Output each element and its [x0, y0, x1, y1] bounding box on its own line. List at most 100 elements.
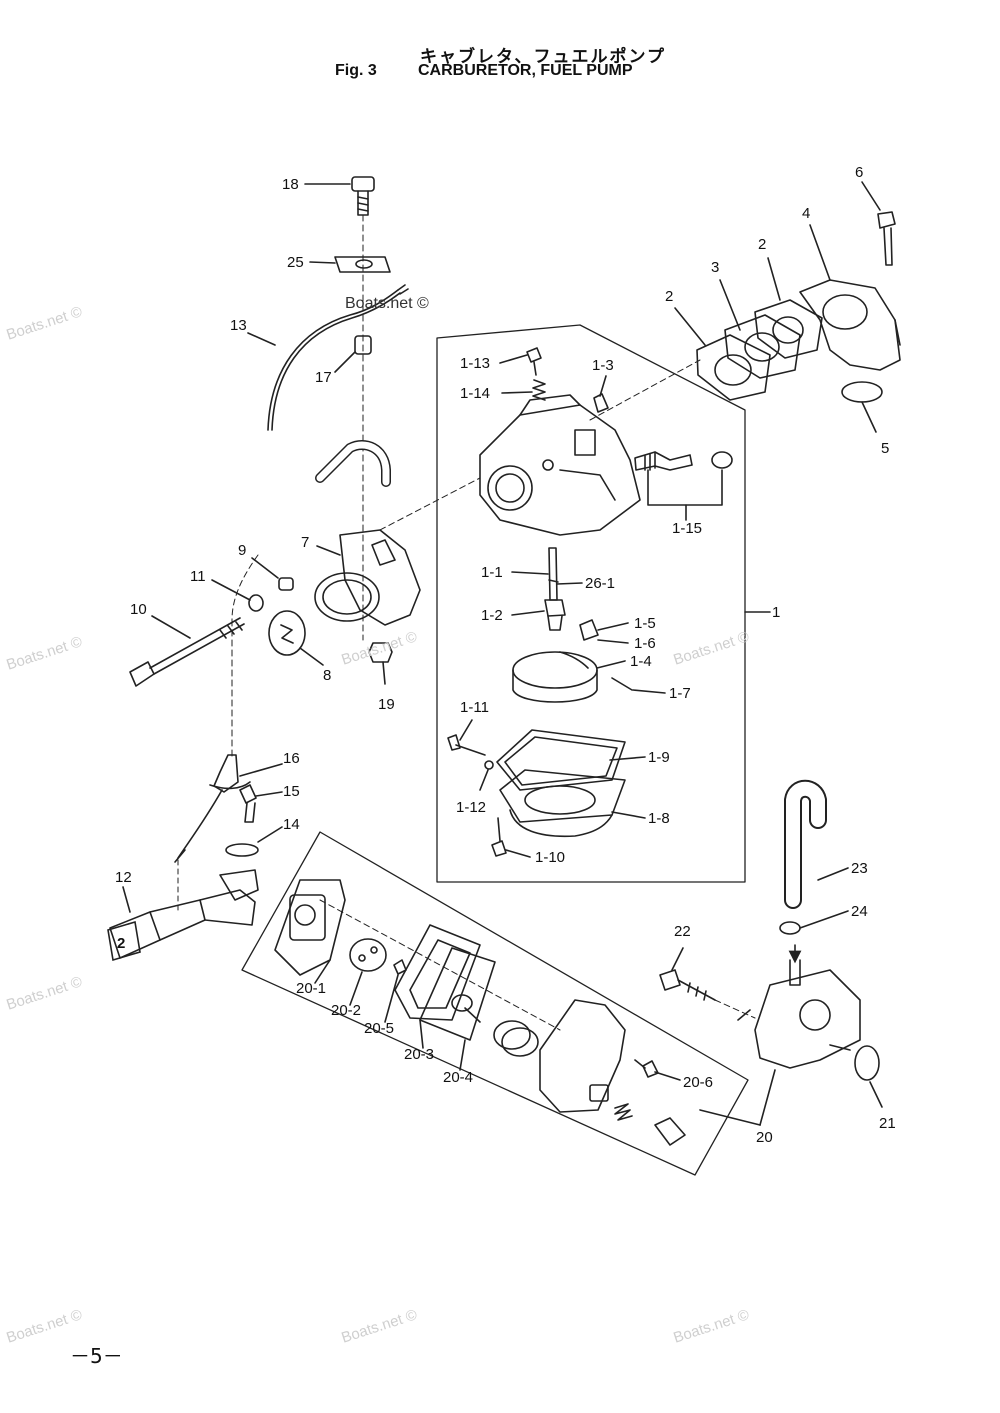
part-1-13-screw: [526, 347, 542, 376]
callout-1-1: 1-1: [481, 564, 503, 581]
pump-spring: [493, 1020, 539, 1057]
callout-11: 11: [190, 568, 206, 585]
callout-6: 6: [855, 164, 863, 181]
part-1-12-oring: [484, 760, 494, 770]
callout-24: 24: [851, 903, 868, 920]
part-5-oring: [841, 381, 883, 403]
callout-20-3: 20-3: [404, 1046, 434, 1063]
part-12-selector: [109, 869, 259, 959]
callout-1-7: 1-7: [669, 685, 691, 702]
callout-20-2: 20-2: [331, 1002, 361, 1019]
part-8-seal: [268, 610, 306, 656]
callout-1-14: 1-14: [460, 385, 490, 402]
callout-15: 15: [283, 783, 300, 800]
selector-knob: 2: [107, 920, 141, 962]
part-20-1-pump-body: [274, 879, 346, 976]
callout-1-13: 1-13: [460, 355, 490, 372]
callout-23: 23: [851, 860, 868, 877]
part-1-11-screw: [447, 734, 486, 756]
title-japanese: キャブレタ、フュエルポンプ: [420, 47, 666, 67]
callout-7: 7: [301, 534, 309, 551]
part-18-bolt: [351, 176, 375, 216]
callout-26-1: 26-1: [585, 575, 615, 592]
callout-1-15: 1-15: [672, 520, 702, 537]
watermark: Boats.net ©: [345, 295, 429, 312]
part-6-bolt: [877, 211, 896, 266]
callout-10: 10: [130, 601, 147, 618]
part-1-5-needle-valve: [579, 619, 599, 641]
part-14-washer: [225, 843, 259, 857]
callout-1-6: 1-6: [634, 635, 656, 652]
callout-25: 25: [287, 254, 304, 271]
pump-spring-small: [614, 1103, 633, 1121]
title-english: CARBURETOR, FUEL PUMP: [418, 62, 633, 79]
callout-1-4: 1-4: [630, 653, 652, 670]
callout-8: 8: [323, 667, 331, 684]
part-1-4-float: [512, 651, 598, 703]
pump-cover: [539, 999, 626, 1113]
callout-2-lower: 2: [665, 288, 673, 305]
callout-1-5: 1-5: [634, 615, 656, 632]
part-20-fuel-pump: [754, 959, 861, 1069]
part-20-3-gasket: [394, 924, 481, 1021]
part-1-10-screw: [491, 817, 507, 857]
callout-21: 21: [879, 1115, 896, 1132]
part-11-washer: [248, 594, 264, 612]
callout-1-12: 1-12: [456, 799, 486, 816]
callout-1-8: 1-8: [648, 810, 670, 827]
callout-20: 20: [756, 1129, 773, 1146]
callout-16: 16: [283, 750, 300, 767]
part-9-spacer: [278, 577, 294, 591]
callout-1-11: 1-11: [460, 699, 489, 716]
figure-number: Fig. 3: [335, 62, 377, 79]
callout-20-5: 20-5: [364, 1020, 394, 1037]
part-1-carburetor: [479, 394, 641, 536]
callout-3: 3: [711, 259, 719, 276]
callout-20-1: 20-1: [296, 980, 326, 997]
callout-1-3: 1-3: [592, 357, 614, 374]
callout-1: 1: [772, 604, 780, 621]
part-4-manifold: [799, 279, 901, 371]
part-1-2-main-jet: [544, 599, 566, 631]
callout-5: 5: [881, 440, 889, 457]
callout-12: 12: [115, 869, 132, 886]
carburetor-group-frame: [436, 324, 746, 883]
callout-22: 22: [674, 923, 691, 940]
callout-labels: 18 25 13 17 9 7 11 10 8 19 16 15 14 12 6…: [115, 164, 896, 1146]
callout-13: 13: [230, 317, 247, 334]
callout-20-4: 20-4: [443, 1069, 473, 1086]
part-19-nut: [368, 642, 393, 663]
callout-18: 18: [282, 176, 299, 193]
part-22-bolt: [659, 969, 716, 1001]
part-20-2-valve: [349, 938, 387, 972]
part-1-1-needle: [548, 547, 559, 601]
part-1-8-float-bowl: [499, 769, 626, 838]
part-20-6-screw: [634, 1059, 659, 1078]
part-20-4-diaphragm: [419, 947, 496, 1041]
callout-1-9: 1-9: [648, 749, 670, 766]
callout-14: 14: [283, 816, 300, 833]
part-7-intake-body: [314, 529, 421, 626]
part-10-long-bolt: [129, 617, 245, 687]
part-1-15-set: [634, 451, 733, 521]
callout-9: 9: [238, 542, 246, 559]
callout-19: 19: [378, 696, 395, 713]
part-1-14-spring: [532, 379, 546, 401]
part-15-screw: [239, 784, 257, 823]
fuel-pump-group-frame: [241, 831, 749, 1176]
page-number: －5－: [70, 1344, 123, 1368]
callout-2-upper: 2: [758, 236, 766, 253]
callout-1-2: 1-2: [481, 607, 503, 624]
part-1-3-fitting: [593, 393, 609, 413]
part-2-gasket-a: [696, 334, 771, 401]
part-24-clip: [779, 921, 801, 935]
part-25-plate: [334, 256, 391, 273]
callout-1-10: 1-10: [535, 849, 565, 866]
part-2-gasket-b: [754, 299, 823, 359]
pump-check-valve: [654, 1117, 686, 1146]
callout-20-6: 20-6: [683, 1074, 713, 1091]
part-1-9-gasket: [496, 729, 626, 791]
part-21-oring: [854, 1045, 880, 1081]
